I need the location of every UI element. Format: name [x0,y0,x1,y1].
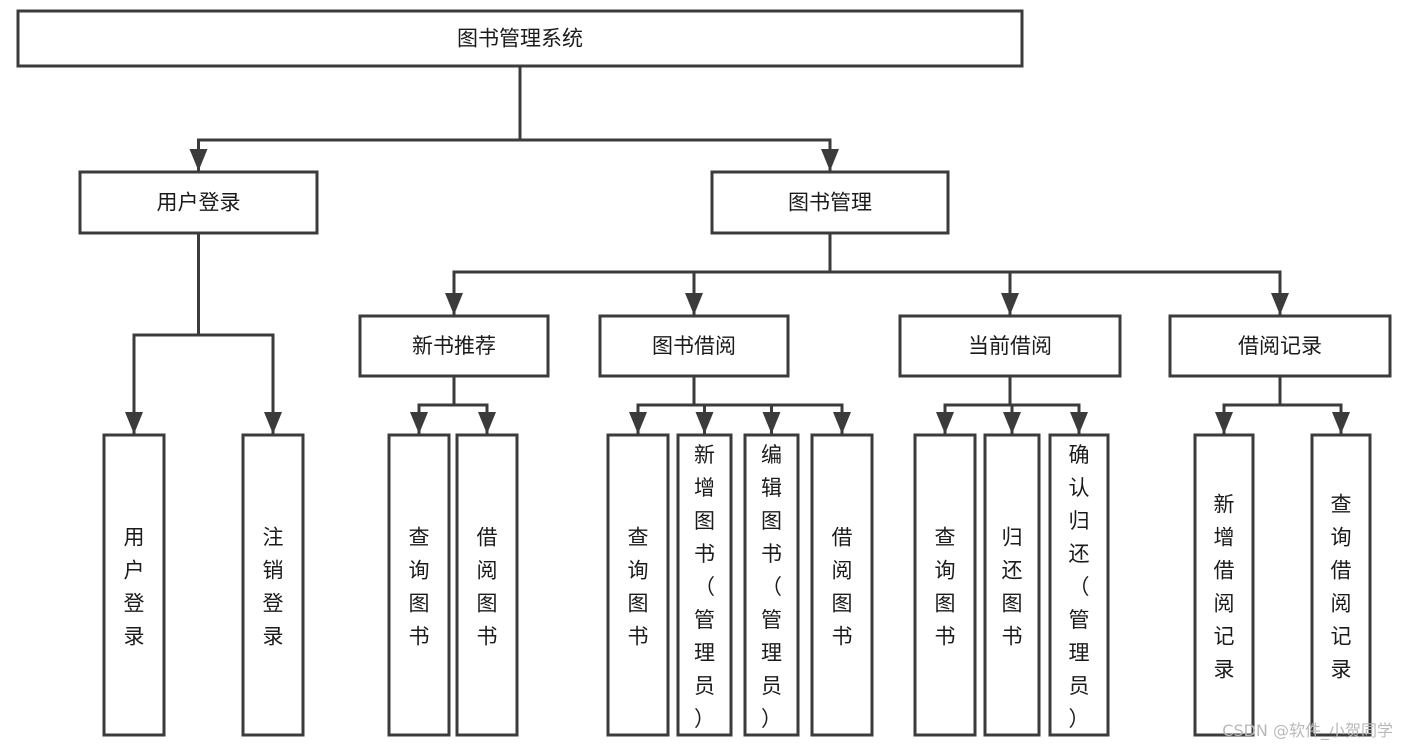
arrow-head-icon [685,293,703,315]
node-label: 新增借阅记录 [1214,493,1235,682]
connectors-layer [125,64,1350,436]
node-leaf-user-logout[interactable]: 注销登录 [241,433,305,737]
arrow-head-icon [264,412,282,434]
node-leaf-query-borrow-record[interactable]: 查询借阅记录 [1310,433,1372,737]
node-label: 图书管理 [788,191,872,215]
node-box [1310,433,1372,737]
node-label: 借阅图书 [477,526,498,649]
node-box [1193,433,1255,737]
node-box [1168,314,1392,378]
node-label: 注销登录 [263,526,284,649]
node-box [241,433,305,737]
node-leaf-add-borrow-record[interactable]: 新增借阅记录 [1193,433,1255,737]
node-box [102,433,166,737]
node-user-login[interactable]: 用户登录 [78,170,319,235]
node-leaf-borrow-book-recommend[interactable]: 借阅图书 [455,433,519,737]
node-box [598,314,790,378]
node-current-borrow[interactable]: 当前借阅 [898,314,1122,378]
node-label: 用户登录 [124,526,145,649]
node-box [743,433,800,737]
node-box [358,314,550,378]
arrow-head-icon [125,412,143,434]
arrow-head-icon [410,412,428,434]
node-box [913,433,977,737]
node-box [387,433,451,737]
node-label: 查询图书 [628,526,649,649]
node-leaf-query-book-borrow[interactable]: 查询图书 [606,433,670,737]
node-label: 借阅记录 [1238,334,1322,358]
csdn-watermark: CSDN @软件_小贺同学 [1222,721,1393,740]
node-label: 编辑图书（管理员） [761,443,782,731]
arrow-head-icon [762,412,781,434]
node-box [810,433,874,737]
node-box [676,433,733,737]
arrow-head-icon [1215,412,1233,434]
arrow-head-icon [1001,293,1019,315]
node-label: 新增图书（管理员） [694,443,715,731]
node-borrow-record[interactable]: 借阅记录 [1168,314,1392,378]
node-label: 归还图书 [1002,526,1023,649]
arrow-head-icon [629,412,647,434]
node-leaf-edit-book[interactable]: 编辑图书（管理员） [743,433,800,737]
node-label: 查询图书 [935,526,956,649]
arrow-head-icon [445,293,463,315]
node-leaf-borrow-book[interactable]: 借阅图书 [810,433,874,737]
node-book-borrow[interactable]: 图书借阅 [598,314,790,378]
arrow-head-icon [833,412,851,434]
node-label: 查询图书 [409,526,430,649]
arrow-head-icon [1332,412,1350,434]
node-leaf-confirm-return[interactable]: 确认归还（管理员） [1048,433,1110,737]
node-leaf-user-login[interactable]: 用户登录 [102,433,166,737]
node-leaf-add-book[interactable]: 新增图书（管理员） [676,433,733,737]
node-label: 查询借阅记录 [1331,493,1352,682]
arrow-head-icon [189,149,208,171]
node-label: 当前借阅 [968,334,1052,358]
node-label: 新书推荐 [412,334,496,358]
node-box [710,170,950,235]
arrow-head-icon [1070,412,1088,434]
node-new-book-recommend[interactable]: 新书推荐 [358,314,550,378]
nodes-layer: 图书管理系统用户登录图书管理新书推荐图书借阅当前借阅借阅记录用户登录注销登录查询… [16,9,1392,737]
node-box [606,433,670,737]
node-book-manage[interactable]: 图书管理 [710,170,950,235]
node-label: 用户登录 [157,191,241,215]
arrow-head-icon [1271,293,1289,315]
node-box [16,9,1024,68]
arrow-head-icon [936,412,954,434]
arrow-head-icon [478,412,496,434]
arrow-head-icon [1003,412,1021,434]
node-box [455,433,519,737]
node-label: 图书管理系统 [457,27,583,51]
node-label: 借阅图书 [832,526,853,649]
node-leaf-return-book[interactable]: 归还图书 [983,433,1041,737]
arrow-head-icon [821,149,839,171]
node-box [898,314,1122,378]
node-label: 图书借阅 [652,334,736,358]
node-leaf-query-book-current[interactable]: 查询图书 [913,433,977,737]
arrow-head-icon [695,412,714,434]
node-box [983,433,1041,737]
node-box [1048,433,1110,737]
node-label: 确认归还（管理员） [1069,443,1090,731]
node-leaf-query-book-recommend[interactable]: 查询图书 [387,433,451,737]
node-root[interactable]: 图书管理系统 [16,9,1024,68]
node-box [78,170,319,235]
